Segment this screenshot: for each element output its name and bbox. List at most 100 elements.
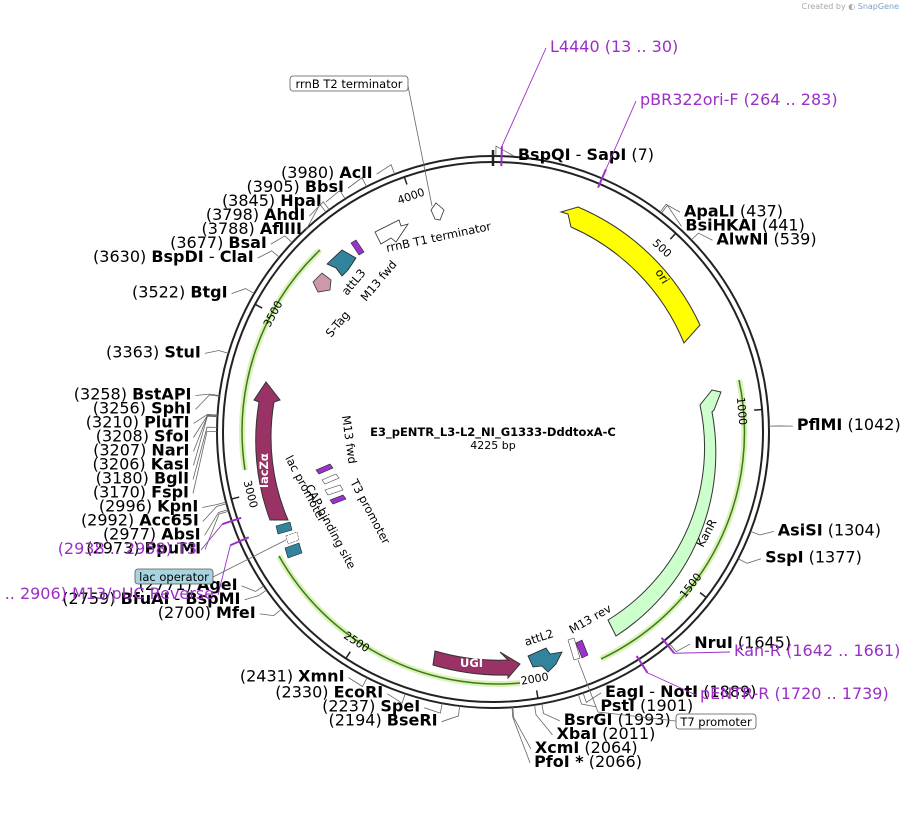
feature-m13rev-arrow bbox=[575, 639, 589, 659]
site-acli[interactable]: (3980) AclI bbox=[281, 163, 396, 182]
site-pluti[interactable]: (3210) PluTI bbox=[86, 412, 218, 431]
site-nari[interactable]: (3207) NarI bbox=[93, 415, 218, 460]
site-name: AflIII bbox=[260, 219, 302, 238]
boxed-label-t7promoter[interactable]: T7 promoter bbox=[577, 659, 757, 730]
primer-name: L4440 bbox=[550, 37, 600, 56]
feature-t3-inner-arrow-2 bbox=[324, 484, 344, 496]
svg-text:(3180) BglI: (3180) BglI bbox=[96, 468, 189, 487]
site-bspdi[interactable]: (3630) BspDI - ClaI bbox=[93, 247, 280, 266]
svg-text:(3798) AhdI: (3798) AhdI bbox=[206, 205, 305, 224]
svg-text:(2992) Acc65I: (2992) Acc65I bbox=[81, 510, 199, 529]
boxed-label-rrnbt2terminator[interactable]: rrnB T2 terminator bbox=[289, 75, 433, 207]
svg-text:Kan-R (1642 .. 1661): Kan-R (1642 .. 1661) bbox=[734, 641, 900, 660]
site-pflmi[interactable]: PflMI (1042) bbox=[768, 415, 901, 434]
site-xcmi[interactable]: XcmI (2064) bbox=[512, 707, 638, 757]
svg-text:PflMI (1042): PflMI (1042) bbox=[797, 415, 901, 434]
site-nrui[interactable]: NruI (1645) bbox=[669, 633, 791, 653]
site-bbsi[interactable]: (3905) BbsI bbox=[247, 177, 367, 196]
primer-l4440[interactable]: L4440 (13 .. 30) bbox=[500, 37, 679, 167]
primer-range: (13 .. 30) bbox=[600, 37, 679, 56]
site-position: (2992) bbox=[81, 510, 139, 529]
site-kpni[interactable]: (2996) KpnI bbox=[99, 496, 227, 515]
site-bspqi[interactable]: BspQI - SapI (7) bbox=[495, 145, 654, 164]
svg-text:AsiSI (1304): AsiSI (1304) bbox=[778, 520, 881, 539]
feature-lac-promoter-arrow bbox=[275, 521, 293, 535]
site-name: XbaI bbox=[557, 724, 598, 743]
site-bstapi[interactable]: (3258) BstAPI bbox=[74, 384, 220, 403]
site-btgi[interactable]: (3522) BtgI bbox=[132, 283, 255, 302]
site-name: NruI bbox=[694, 633, 733, 652]
primer-t3[interactable]: (2938 .. 2958) T3 bbox=[58, 516, 242, 558]
site-bsihkai[interactable]: BsiHKAI (441) bbox=[660, 204, 805, 234]
primer-pentrr[interactable]: pENTR-R (1720 .. 1739) bbox=[635, 655, 889, 703]
site-ppumi[interactable]: (2973) PpuMI bbox=[86, 510, 229, 557]
site-apali[interactable]: ApaLI (437) bbox=[659, 201, 783, 220]
site-sep: - bbox=[571, 145, 587, 164]
site-sspi[interactable]: SspI (1377) bbox=[738, 548, 862, 567]
site-absi[interactable]: (2977) AbsI bbox=[103, 509, 229, 544]
site-position: (3630) bbox=[93, 247, 151, 266]
tick-mark-3500 bbox=[254, 303, 263, 309]
site-ecori[interactable]: (2330) EcoRI bbox=[275, 683, 406, 704]
site-bfuai[interactable]: (2759) BfuAI - BspMI bbox=[62, 589, 267, 608]
feature-m13fwd-label: M13 fwd bbox=[358, 258, 400, 304]
tick-mark-2500 bbox=[345, 651, 351, 659]
site-bsai[interactable]: (3677) BsaI bbox=[170, 233, 293, 252]
site-alwni[interactable]: AlwNI (539) bbox=[691, 229, 817, 248]
svg-text:(2330) EcoRI: (2330) EcoRI bbox=[275, 683, 383, 702]
site-name: SspI bbox=[765, 548, 803, 567]
site-name: AbsI bbox=[161, 524, 200, 543]
site-kasi[interactable]: (3206) KasI bbox=[92, 415, 218, 473]
snapgene-logo-icon: ◐ bbox=[848, 2, 856, 11]
site-name: EcoRI bbox=[334, 683, 384, 702]
site-position: (2700) bbox=[158, 603, 216, 622]
site-name: EagI bbox=[605, 682, 644, 701]
svg-text:(3256) SphI: (3256) SphI bbox=[93, 398, 192, 417]
site-pfoi[interactable]: PfoI * (2066) bbox=[511, 707, 642, 771]
site-sphi[interactable]: (3256) SphI bbox=[93, 394, 220, 417]
boxed-label-lacoperator[interactable]: lac operator bbox=[134, 539, 287, 585]
site-position: (2759) bbox=[62, 589, 120, 608]
site-asisi[interactable]: AsiSI (1304) bbox=[750, 520, 881, 539]
primer-name: pENTR-R bbox=[700, 684, 769, 703]
site-mfei[interactable]: (2700) MfeI bbox=[158, 603, 282, 622]
site-eagi[interactable]: EagI - NotI (1889) bbox=[582, 682, 756, 703]
site-name: BspDI bbox=[151, 247, 203, 266]
site-name: KasI bbox=[151, 454, 190, 473]
site-name: PluTI bbox=[144, 412, 189, 431]
credit-brand: SnapGene bbox=[857, 2, 899, 11]
tick-mark-500 bbox=[669, 232, 677, 240]
primer-name: Kan-R bbox=[734, 641, 781, 660]
site-ahdi[interactable]: (3798) AhdI bbox=[206, 201, 330, 224]
site-hpai[interactable]: (3845) HpaI bbox=[222, 189, 346, 210]
svg-text:(2700) MfeI: (2700) MfeI bbox=[158, 603, 256, 622]
svg-text:pENTR-R (1720 .. 1739): pENTR-R (1720 .. 1739) bbox=[700, 684, 889, 703]
feature-attl3-arrow bbox=[326, 249, 357, 277]
tick-label: 2000 bbox=[520, 670, 550, 687]
site-bgli[interactable]: (3180) BglI bbox=[96, 426, 218, 487]
site-position: (3208) bbox=[96, 426, 154, 445]
site-psti[interactable]: PstI (1901) bbox=[578, 694, 693, 715]
site-afliii[interactable]: (3788) AflIII bbox=[202, 203, 327, 238]
primer-kanr[interactable]: Kan-R (1642 .. 1661) bbox=[660, 637, 901, 660]
site-position: (3180) bbox=[96, 468, 154, 487]
svg-text:XbaI (2011): XbaI (2011) bbox=[557, 724, 656, 743]
svg-text:(3210) PluTI: (3210) PluTI bbox=[86, 412, 190, 431]
site-sfoi[interactable]: (3208) SfoI bbox=[96, 414, 218, 445]
feature-ori-arrow bbox=[559, 206, 701, 344]
site-acc65i[interactable]: (2992) Acc65I bbox=[81, 503, 227, 530]
primer-pbr322orif[interactable]: pBR322ori-F (264 .. 283) bbox=[597, 90, 838, 189]
site-bseri[interactable]: (2194) BseRI bbox=[328, 705, 461, 730]
feature-lacz-arrow bbox=[253, 381, 289, 521]
svg-text:(2237) SpeI: (2237) SpeI bbox=[322, 697, 420, 716]
primer-m13pucreverse[interactable]: (2884 .. 2906) M13/pUC Reverse bbox=[0, 536, 250, 603]
feature-attl2-label: attL2 bbox=[523, 626, 556, 649]
site-name: BstAPI bbox=[132, 384, 191, 403]
site-bsrgi[interactable]: BsrGI (1993) bbox=[541, 703, 671, 729]
site-fspi[interactable]: (3170) FspI bbox=[93, 431, 218, 501]
site-xbai[interactable]: XbaI (2011) bbox=[534, 704, 656, 743]
svg-text:(3522) BtgI: (3522) BtgI bbox=[132, 283, 228, 302]
site-xmni[interactable]: (2431) XmnI bbox=[240, 667, 368, 688]
site-spei[interactable]: (2237) SpeI bbox=[322, 697, 443, 716]
site-stui[interactable]: (3363) StuI bbox=[106, 342, 229, 361]
